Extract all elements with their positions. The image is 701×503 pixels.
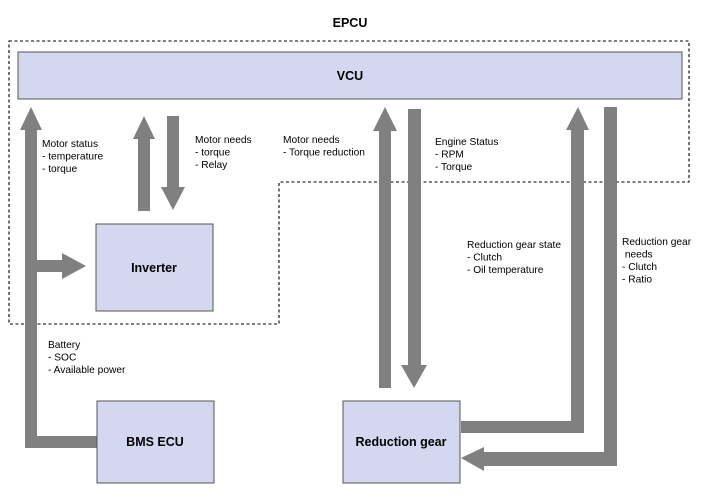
epcu-title: EPCU — [333, 16, 368, 30]
arrow-reduction-up-1 — [373, 107, 397, 388]
arrow-inverter-down — [161, 116, 185, 210]
arrow-reduction-up-2 — [461, 107, 589, 433]
label-engine-status: Engine Status - RPM - Torque — [435, 137, 501, 173]
vcu-label: VCU — [337, 69, 363, 83]
reduction-gear-box[interactable] — [342, 400, 461, 484]
inverter-box[interactable] — [95, 223, 214, 312]
label-battery: Battery - SOC - Available power — [48, 340, 126, 376]
vcu-box[interactable] — [17, 51, 683, 100]
arrow-bms-to-vcu — [20, 107, 97, 448]
bms-ecu-box[interactable] — [96, 400, 215, 484]
arrow-to-inverter — [37, 253, 86, 279]
label-motor-needs: Motor needs - torque - Relay — [195, 135, 254, 171]
bms-ecu-label: BMS ECU — [126, 435, 184, 449]
label-reduction-gear-needs: Reduction gear needs - Clutch - Ratio — [622, 237, 694, 286]
label-motor-status: Motor status - temperature - torque — [42, 139, 106, 175]
arrow-reduction-down-2 — [461, 107, 617, 471]
arrow-reduction-down-1 — [401, 109, 427, 388]
reduction-gear-label: Reduction gear — [356, 435, 447, 449]
inverter-label: Inverter — [131, 261, 177, 275]
label-motor-needs-torque-reduction: Motor needs - Torque reduction — [283, 135, 365, 159]
arrow-inverter-up — [133, 116, 155, 211]
label-reduction-gear-state: Reduction gear state - Clutch - Oil temp… — [467, 240, 564, 276]
